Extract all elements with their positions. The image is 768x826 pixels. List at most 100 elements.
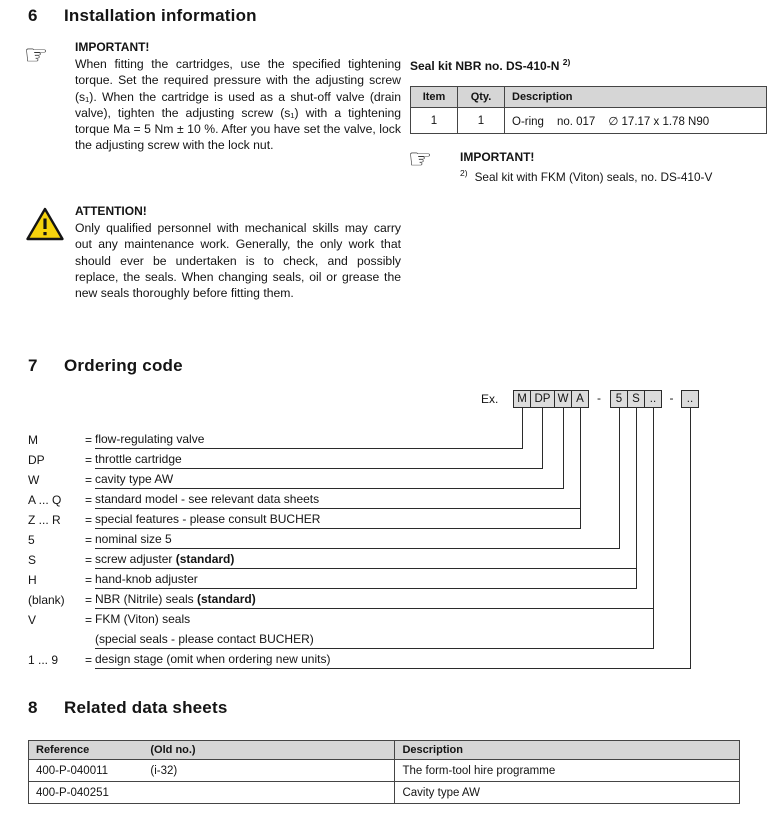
- row-connector: special features - please consult BUCHER: [95, 510, 580, 529]
- header-qty: Qty.: [457, 86, 505, 108]
- old-no-cell: [143, 781, 395, 804]
- row-connector: hand-knob adjuster: [95, 570, 636, 589]
- equals-sign: =: [85, 453, 93, 467]
- row-connector: nominal size 5: [95, 530, 619, 549]
- code-description: throttle cartridge: [95, 452, 182, 466]
- code-symbol: Z ... R: [28, 513, 61, 527]
- reference-cell: 400-P-040011: [28, 759, 144, 782]
- connector-line: [690, 408, 691, 669]
- item-cell: 1: [410, 107, 458, 134]
- header-old-no: (Old no.): [143, 740, 395, 760]
- seal-kit-row: 1 1 O-ring no. 017 ∅ 17.17 x 1.78 N90: [410, 107, 767, 134]
- code-description: FKM (Viton) seals: [95, 612, 191, 626]
- code-description: nominal size 5: [95, 532, 172, 546]
- row-connector: throttle cartridge: [95, 450, 542, 469]
- code-description: special features - please consult BUCHER: [95, 512, 321, 526]
- code-box-seals: ..: [644, 390, 662, 408]
- reference-cell: 400-P-040251: [28, 781, 144, 804]
- connector-line: [542, 408, 543, 469]
- header-reference: Reference: [28, 740, 144, 760]
- row-connector: flow-regulating valve: [95, 430, 522, 449]
- row-connector: cavity type AW: [95, 470, 563, 489]
- section-number: 7: [28, 356, 38, 375]
- code-symbol: 1 ... 9: [28, 653, 59, 667]
- code-symbol: V: [28, 613, 37, 627]
- section-title: Related data sheets: [64, 698, 228, 717]
- part-number: no. 017: [556, 115, 596, 128]
- code-description: NBR (Nitrile) seals: [95, 592, 198, 606]
- example-label: Ex.: [481, 392, 499, 406]
- important-heading: IMPORTANT!: [75, 40, 150, 54]
- important-heading: IMPORTANT!: [460, 150, 535, 164]
- qty-cell: 1: [457, 107, 505, 134]
- footnote-marker: 2): [460, 168, 468, 178]
- pointing-hand-icon: ☞: [24, 40, 49, 70]
- row-connector: design stage (omit when ordering new uni…: [95, 650, 690, 669]
- seal-kit-table: Item Qty. Description 1 1 O-ring no. 017 ∅…: [410, 86, 767, 134]
- related-data-sheets-table: Reference (Old no.) Description 400-P-04…: [28, 740, 740, 804]
- connector-line: [619, 408, 620, 549]
- code-description: cavity type AW: [95, 472, 174, 486]
- code-description: flow-regulating valve: [95, 432, 205, 446]
- code-description: (special seals - please contact BUCHER): [95, 632, 314, 646]
- code-dash: -: [597, 391, 601, 405]
- code-symbol: (blank): [28, 593, 65, 607]
- code-box-model: A: [571, 390, 589, 408]
- seal-kit-title-text: Seal kit NBR no. DS-410-N: [410, 59, 560, 73]
- code-symbol: 5: [28, 533, 35, 547]
- equals-sign: =: [85, 473, 93, 487]
- footnote-text: Seal kit with FKM (Viton) seals, no. DS-…: [474, 169, 713, 184]
- part-name: O-ring: [512, 115, 544, 128]
- section-6-heading: 6 Installation information: [28, 6, 257, 26]
- related-row: 400-P-040251 Cavity type AW: [28, 781, 740, 804]
- header-description: Description: [394, 740, 740, 760]
- section-title: Ordering code: [64, 356, 183, 375]
- related-header-row: Reference (Old no.) Description: [28, 740, 740, 760]
- code-box-dp: DP: [530, 390, 555, 408]
- important-body-text: When fitting the cartridges, use the spe…: [75, 57, 401, 153]
- section-number: 8: [28, 698, 38, 717]
- code-box-w: W: [554, 390, 572, 408]
- code-box-size: 5: [610, 390, 628, 408]
- equals-sign: =: [85, 513, 93, 527]
- warning-triangle-icon: [25, 206, 65, 247]
- header-description: Description: [504, 86, 767, 108]
- connector-line: [580, 408, 581, 529]
- code-box-adjuster: S: [627, 390, 645, 408]
- old-no-cell: (i-32): [143, 759, 395, 782]
- code-symbol: H: [28, 573, 37, 587]
- code-description: screw adjuster: [95, 552, 176, 566]
- row-connector: NBR (Nitrile) seals (standard): [95, 590, 653, 609]
- pointing-hand-icon: ☞: [408, 144, 433, 174]
- code-box-m: M: [513, 390, 531, 408]
- code-box-design-stage: ..: [681, 390, 699, 408]
- attention-body-text: Only qualified personnel with mechanical…: [75, 221, 401, 301]
- equals-sign: =: [85, 613, 93, 627]
- connector-line: [653, 408, 654, 649]
- related-row: 400-P-040011 (i-32) The form-tool hire p…: [28, 759, 740, 782]
- ordering-code-diagram: Ex. M DP W A - 5 S .. - .. M = flow-regu…: [0, 382, 768, 682]
- code-symbol: A ... Q: [28, 493, 62, 507]
- equals-sign: =: [85, 573, 93, 587]
- code-symbol: S: [28, 553, 37, 567]
- row-connector: screw adjuster (standard): [95, 550, 636, 569]
- code-description-bold: (standard): [175, 552, 235, 566]
- equals-sign: =: [85, 533, 93, 547]
- section-7-heading: 7 Ordering code: [28, 356, 183, 376]
- seal-kit-title: Seal kit NBR no. DS-410-N 2): [410, 57, 570, 73]
- code-description: standard model - see relevant data sheet…: [95, 492, 320, 506]
- code-dash: -: [669, 391, 674, 405]
- section-8-heading: 8 Related data sheets: [28, 698, 227, 718]
- connector-line: [563, 408, 564, 489]
- part-size: ∅ 17.17 x 1.78 N90: [608, 115, 710, 128]
- description-cell: O-ring no. 017 ∅ 17.17 x 1.78 N90: [504, 107, 767, 134]
- code-symbol: DP: [28, 453, 45, 467]
- code-description: design stage (omit when ordering new uni…: [95, 652, 331, 666]
- code-description-bold: (standard): [197, 592, 256, 606]
- row-connector: standard model - see relevant data sheet…: [95, 490, 580, 509]
- row-connector: (special seals - please contact BUCHER): [95, 630, 653, 649]
- description-cell: Cavity type AW: [394, 781, 740, 804]
- section-title: Installation information: [64, 6, 257, 25]
- header-item: Item: [410, 86, 458, 108]
